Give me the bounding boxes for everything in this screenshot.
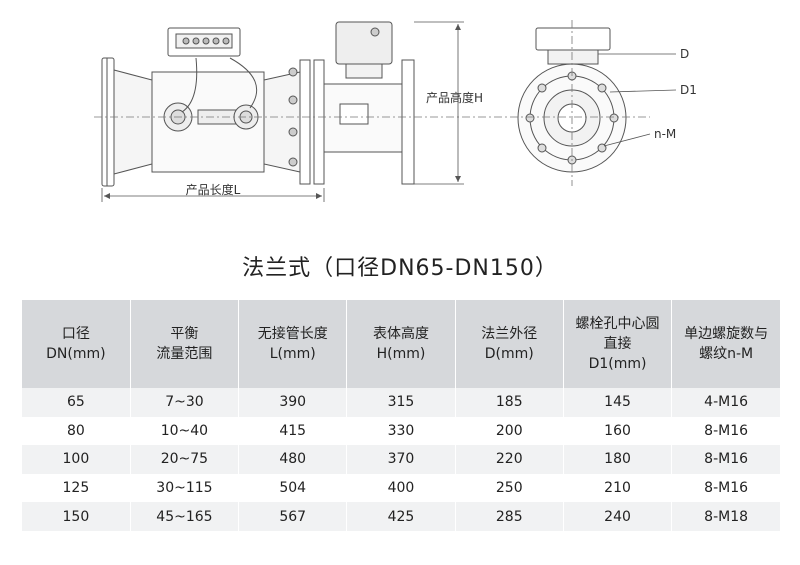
table-cell: 8-M16 bbox=[671, 416, 780, 446]
table-cell: 250 bbox=[455, 473, 564, 503]
height-label: 产品高度H bbox=[426, 90, 483, 105]
table-cell: 7~30 bbox=[130, 388, 240, 417]
table-cell: 30~115 bbox=[130, 473, 240, 503]
table-cell: 415 bbox=[238, 416, 348, 446]
table-cell: 8-M16 bbox=[671, 473, 780, 503]
table-row: 65 7~30 390 315 185 145 4-M16 bbox=[22, 388, 780, 417]
table-cell: 200 bbox=[455, 416, 564, 446]
table-cell: 370 bbox=[346, 445, 456, 474]
nm-label: n-M bbox=[654, 127, 676, 141]
flowmeter-drawing: 产品长度L 产品高度H D D1 n-M bbox=[94, 20, 697, 202]
table-cell: 80 bbox=[22, 416, 131, 446]
table-cell: 220 bbox=[455, 445, 564, 474]
table-cell: 210 bbox=[563, 473, 673, 503]
table-cell: 504 bbox=[238, 473, 348, 503]
table-cell: 45~165 bbox=[130, 502, 240, 531]
table-cell: 160 bbox=[563, 416, 673, 446]
table-cell: 285 bbox=[455, 502, 564, 531]
table-cell: 185 bbox=[455, 388, 564, 417]
table-cell: 100 bbox=[22, 445, 131, 474]
header-flow-range: 平衡流量范围 bbox=[130, 300, 240, 388]
table-cell: 480 bbox=[238, 445, 348, 474]
page-title: 法兰式（口径DN65-DN150） bbox=[242, 256, 558, 281]
table-cell: 400 bbox=[346, 473, 456, 503]
table-cell: 390 bbox=[238, 388, 348, 417]
table-cell: 330 bbox=[346, 416, 456, 446]
table-cell: 315 bbox=[346, 388, 456, 417]
table-cell: 125 bbox=[22, 473, 131, 503]
table-row: 100 20~75 480 370 220 180 8-M16 bbox=[22, 445, 780, 474]
table-row: 150 45~165 567 425 285 240 8-M18 bbox=[22, 502, 780, 531]
meter-body-side-view bbox=[101, 57, 325, 187]
table-cell: 65 bbox=[22, 388, 131, 417]
meter-body-front-view bbox=[323, 21, 415, 185]
table-cell: 180 bbox=[563, 445, 673, 474]
transmitter-head-left bbox=[167, 27, 241, 57]
table-cell: 425 bbox=[346, 502, 456, 531]
table-cell: 8-M16 bbox=[671, 445, 780, 474]
table-cell: 8-M18 bbox=[671, 502, 780, 531]
table-cell: 150 bbox=[22, 502, 131, 531]
table-row: 125 30~115 504 400 250 210 8-M16 bbox=[22, 473, 780, 503]
length-label: 产品长度L bbox=[186, 182, 241, 197]
header-bolts: 单边螺旋数与螺纹n-M bbox=[671, 300, 780, 388]
table-cell: 4-M16 bbox=[671, 388, 780, 417]
d1-label: D1 bbox=[680, 83, 697, 97]
table-cell: 567 bbox=[238, 502, 348, 531]
table-cell: 10~40 bbox=[130, 416, 240, 446]
table-row: 80 10~40 415 330 200 160 8-M16 bbox=[22, 416, 780, 446]
table-cell: 20~75 bbox=[130, 445, 240, 474]
table-cell: 145 bbox=[563, 388, 673, 417]
table-cell: 240 bbox=[563, 502, 673, 531]
d-label: D bbox=[680, 47, 689, 61]
